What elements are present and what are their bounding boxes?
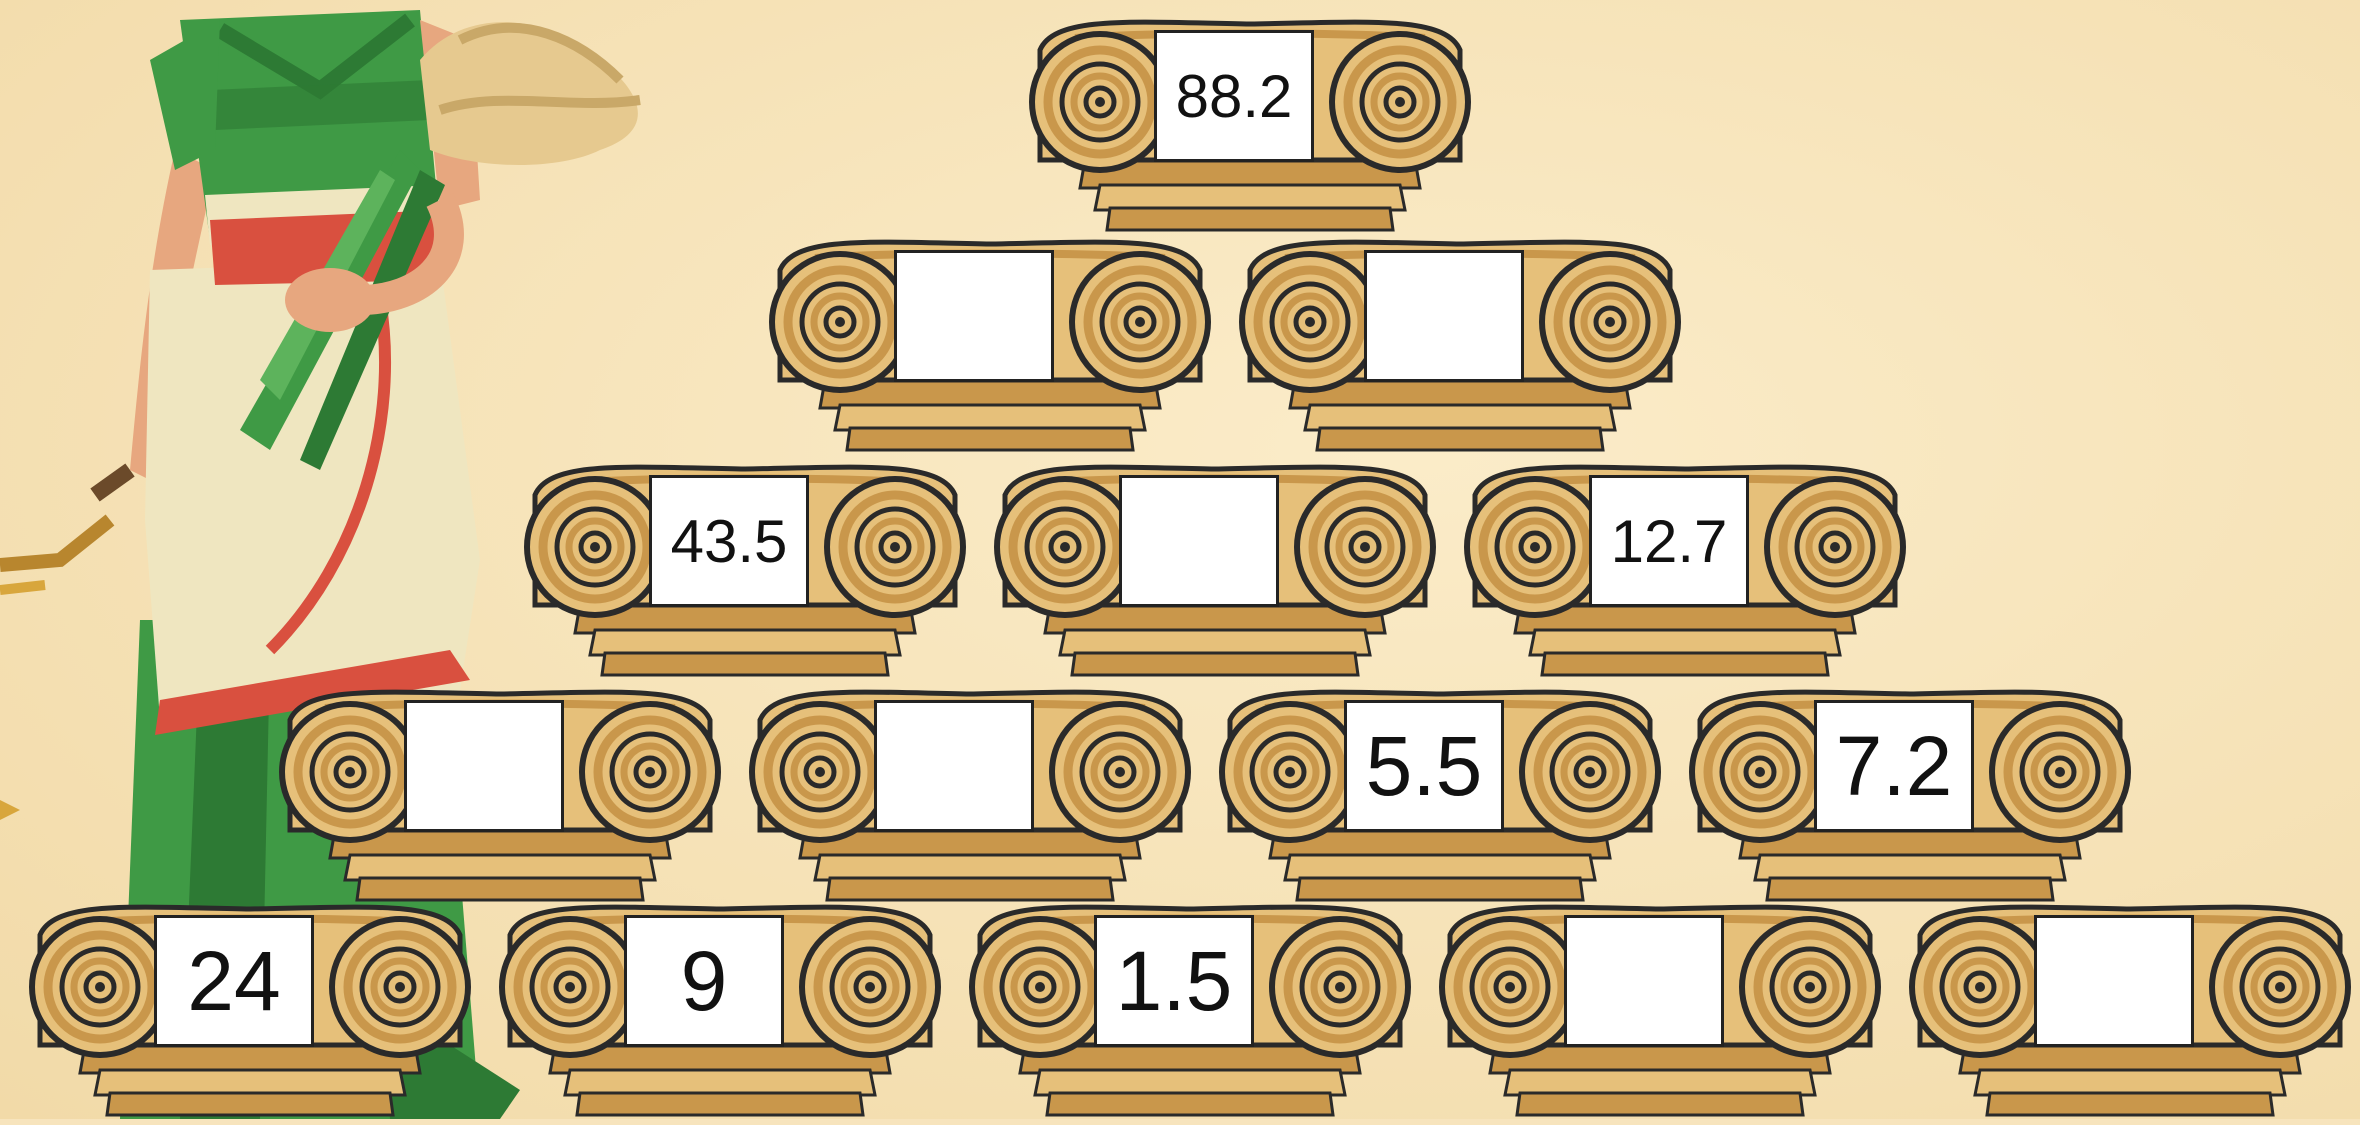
empty-answer-box[interactable] [1564, 915, 1724, 1047]
pyramid-cell: 9 [485, 895, 955, 1125]
pyramid-cell [265, 680, 735, 910]
pyramid-cell: 12.7 [1450, 455, 1920, 685]
empty-answer-box[interactable] [894, 250, 1054, 382]
pyramid-cell: 24 [15, 895, 485, 1125]
pyramid-cell: 43.5 [510, 455, 980, 685]
pyramid-cell [735, 680, 1205, 910]
empty-answer-box[interactable] [2034, 915, 2194, 1047]
pyramid-cell: 88.2 [1015, 10, 1485, 240]
number-box: 24 [154, 915, 314, 1047]
empty-answer-box[interactable] [1364, 250, 1524, 382]
pyramid-cell: 1.5 [955, 895, 1425, 1125]
pyramid-cell [980, 455, 1450, 685]
number-box: 12.7 [1589, 475, 1749, 607]
pyramid-cell [1895, 895, 2360, 1125]
empty-answer-box[interactable] [874, 700, 1034, 832]
pyramid-cell [1225, 230, 1695, 460]
pyramid-cell [1425, 895, 1895, 1125]
pyramid-cell: 5.5 [1205, 680, 1675, 910]
number-box: 9 [624, 915, 784, 1047]
number-box: 88.2 [1154, 30, 1314, 162]
pyramid-cell [755, 230, 1225, 460]
number-box: 1.5 [1094, 915, 1254, 1047]
pyramid-cell: 7.2 [1675, 680, 2145, 910]
empty-answer-box[interactable] [404, 700, 564, 832]
number-box: 5.5 [1344, 700, 1504, 832]
empty-answer-box[interactable] [1119, 475, 1279, 607]
number-box: 7.2 [1814, 700, 1974, 832]
number-box: 43.5 [649, 475, 809, 607]
